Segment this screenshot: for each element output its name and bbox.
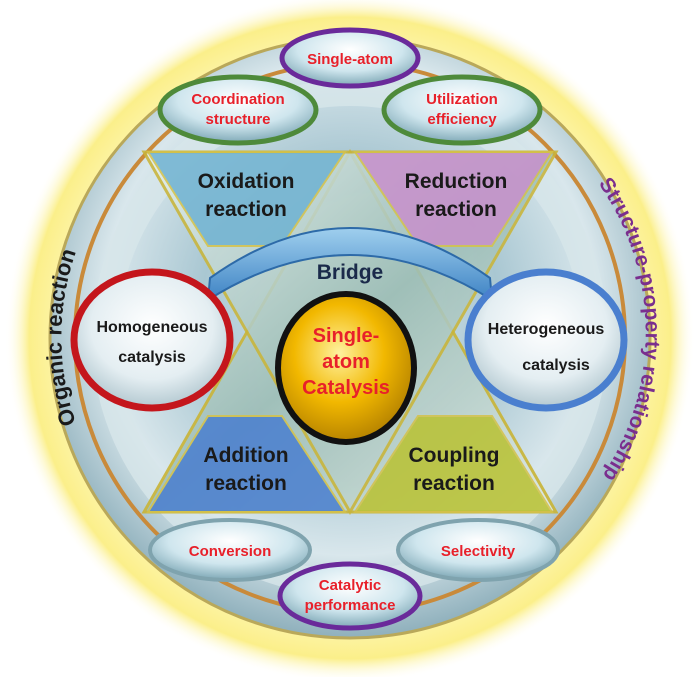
addition-line1: Addition — [203, 444, 288, 467]
catalytic-performance-oval — [277, 561, 423, 631]
selectivity-label: Selectivity — [441, 543, 516, 560]
coupling-line2: reaction — [413, 472, 495, 495]
center-line2: atom — [322, 351, 370, 373]
homogeneous-circle — [70, 268, 234, 412]
single-atom-oval — [279, 27, 421, 89]
addition-panel — [146, 415, 347, 513]
reduction-line1: Reduction — [405, 170, 508, 193]
conversion-label: Conversion — [189, 543, 272, 560]
coupling-panel — [353, 415, 554, 513]
catalytic-line2: performance — [305, 597, 396, 614]
heterogeneous-line1: Heterogeneous — [488, 321, 605, 338]
bridge-arch — [206, 227, 494, 302]
catalytic-line1: Catalytic — [319, 577, 382, 594]
utilization-oval — [381, 74, 543, 146]
utilization-line1: Utilization — [426, 91, 498, 108]
coordination-line2: structure — [205, 111, 270, 128]
coordination-line1: Coordination — [191, 91, 284, 108]
oxidation-line2: reaction — [205, 198, 287, 221]
oxidation-line1: Oxidation — [198, 170, 295, 193]
homogeneous-line2: catalysis — [118, 349, 186, 366]
reduction-panel — [353, 151, 554, 247]
homogeneous-line1: Homogeneous — [96, 319, 207, 336]
center-line3: Catalysis — [302, 377, 390, 399]
selectivity-oval — [396, 518, 560, 582]
center-catalysis-circle — [275, 291, 417, 445]
reduction-line2: reaction — [415, 198, 497, 221]
coupling-line1: Coupling — [409, 444, 500, 467]
single-atom-label: Single-atom — [307, 51, 393, 68]
heterogeneous-circle — [464, 268, 628, 412]
center-line1: Single- — [313, 325, 380, 347]
heterogeneous-line2: catalysis — [522, 357, 590, 374]
bridge-label: Bridge — [317, 261, 384, 284]
coordination-oval — [157, 74, 319, 146]
addition-line2: reaction — [205, 472, 287, 495]
utilization-line2: efficiency — [427, 111, 497, 128]
conversion-oval — [148, 518, 312, 582]
